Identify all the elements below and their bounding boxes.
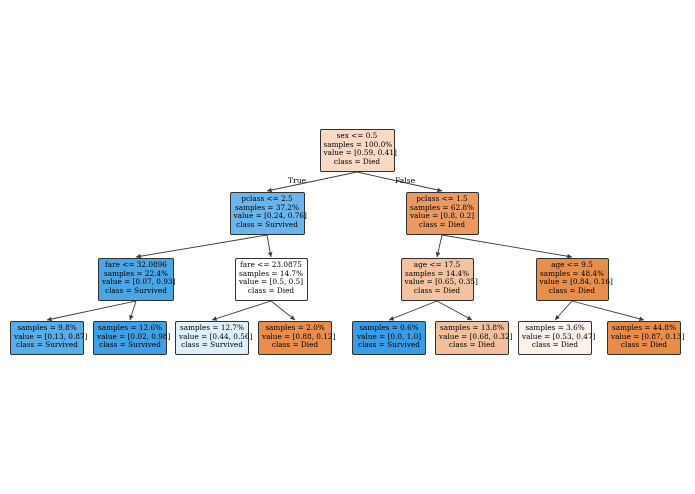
node-class: class = Survived	[105, 285, 167, 295]
node-class: class = Survived	[99, 340, 161, 350]
node-samples: samples = 48.4%	[539, 268, 604, 278]
node-condition: age <= 17.5	[413, 260, 461, 269]
node-value: value = [0.0, 1.0]	[356, 331, 422, 341]
node-samples: samples = 100.0%	[323, 139, 393, 149]
node-class: class = Died	[531, 340, 579, 350]
node-class: class = Died	[620, 340, 668, 350]
tree-edge	[388, 300, 438, 321]
node-condition: age <= 9.5	[551, 260, 593, 269]
tree-leaf-node: samples = 12.6%value = [0.02, 0.98]class…	[93, 321, 171, 355]
node-value: value = [0.5, 0.5]	[238, 277, 304, 287]
node-value: value = [0.65, 0.35]	[404, 277, 478, 287]
node-samples: samples = 12.6%	[97, 323, 162, 332]
node-class: class = Died	[413, 285, 461, 295]
tree-leaf-node: samples = 2.0%value = [0.88, 0.12]class …	[258, 321, 336, 355]
node-value: value = [0.59, 0.41]	[323, 148, 397, 158]
node-class: class = Survived	[16, 340, 78, 350]
tree-leaf-node: samples = 44.8%value = [0.87, 0.13]class…	[607, 321, 685, 355]
tree-edge	[441, 234, 573, 259]
node-samples: samples = 0.6%	[359, 323, 419, 332]
tree-edge	[129, 300, 137, 321]
tree-edge-label-true: True	[288, 176, 307, 185]
node-condition: fare <= 32.0896	[105, 260, 167, 269]
node-class: class = Died	[271, 340, 319, 350]
node-value: value = [0.87, 0.13]	[611, 331, 685, 341]
node-class: class = Died	[333, 156, 381, 166]
tree-edge	[571, 300, 645, 322]
node-value: value = [0.02, 0.98]	[97, 331, 171, 341]
node-class: class = Died	[418, 219, 466, 229]
node-class: class = Died	[548, 285, 596, 295]
node-value: value = [0.24, 0.76]	[233, 211, 307, 221]
tree-leaf-node: samples = 12.7%value = [0.44, 0.56]class…	[175, 321, 253, 355]
node-condition: fare <= 23.0875	[240, 260, 302, 269]
node-samples: samples = 2.0%	[265, 323, 325, 332]
tree-leaf-node: samples = 13.8%value = [0.68, 0.32]class…	[435, 321, 513, 355]
tree-edge	[211, 300, 272, 321]
node-value: value = [0.44, 0.56]	[179, 331, 253, 341]
node-class: class = Survived	[358, 340, 420, 350]
node-class: class = Survived	[236, 219, 298, 229]
tree-edge	[270, 300, 296, 321]
node-condition: sex <= 0.5	[336, 131, 378, 140]
node-value: value = [0.07, 0.93]	[102, 277, 176, 287]
tree-leaf-node: samples = 9.8%value = [0.13, 0.87]class …	[10, 321, 88, 355]
node-value: value = [0.88, 0.12]	[262, 331, 336, 341]
node-samples: samples = 13.8%	[439, 323, 504, 332]
tree-edge	[554, 300, 573, 321]
node-samples: samples = 62.8%	[409, 202, 474, 212]
tree-edge	[135, 234, 268, 259]
tree-edge	[266, 171, 358, 193]
node-samples: samples = 14.4%	[404, 268, 469, 278]
node-samples: samples = 22.4%	[103, 268, 168, 278]
node-value: value = [0.68, 0.32]	[439, 331, 513, 341]
node-value: value = [0.13, 0.87]	[14, 331, 88, 341]
node-samples: samples = 44.8%	[611, 323, 676, 332]
node-value: value = [0.84, 0.16]	[539, 277, 613, 287]
node-condition: pclass <= 1.5	[416, 194, 468, 203]
node-condition: pclass <= 2.5	[241, 194, 293, 203]
node-samples: samples = 37.2%	[234, 202, 299, 212]
tree-edge	[436, 300, 473, 321]
tree-edge	[46, 300, 137, 322]
tree-edge-label-false: False	[395, 176, 416, 185]
tree-edge	[435, 234, 443, 258]
node-samples: samples = 12.7%	[179, 323, 244, 332]
tree-edge	[266, 234, 273, 258]
node-samples: samples = 9.8%	[17, 323, 77, 332]
node-class: class = Died	[448, 340, 496, 350]
tree-leaf-node: samples = 3.6%value = [0.53, 0.47]class …	[518, 321, 596, 355]
node-class: class = Survived	[181, 340, 243, 350]
tree-leaf-node: samples = 0.6%value = [0.0, 1.0]class = …	[352, 321, 426, 355]
node-value: value = [0.53, 0.47]	[522, 331, 596, 341]
node-samples: samples = 14.7%	[238, 268, 303, 278]
node-value: value = [0.8, 0.2]	[409, 211, 475, 221]
node-samples: samples = 3.6%	[525, 323, 585, 332]
node-class: class = Died	[247, 285, 295, 295]
